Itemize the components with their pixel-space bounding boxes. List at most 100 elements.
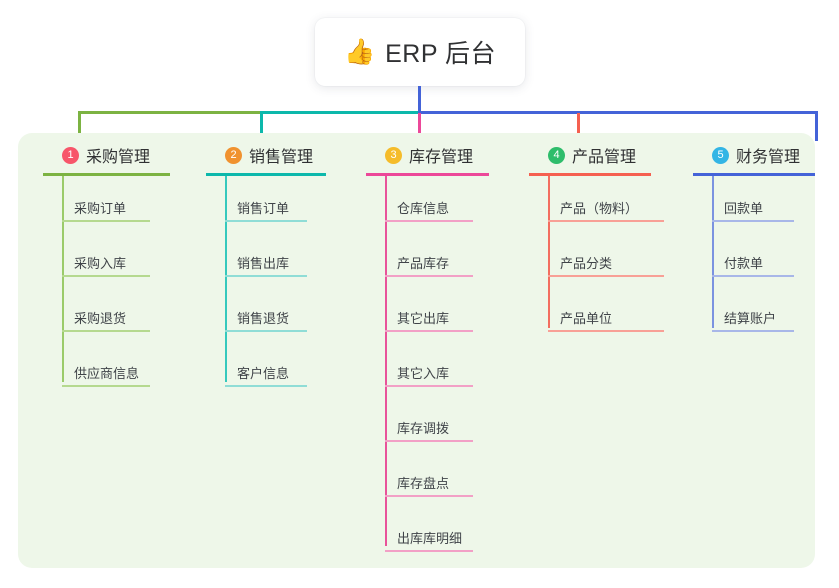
leaf-rule <box>385 550 473 552</box>
connector-bus-blue <box>418 111 818 114</box>
leaf-label: 库存调拨 <box>397 421 450 436</box>
leaf-rule <box>385 275 473 277</box>
leaf-rule <box>225 330 307 332</box>
branch-spine <box>385 176 387 546</box>
branch-leaf-item[interactable]: 采购入库 <box>62 253 150 277</box>
leaf-rule <box>385 220 473 222</box>
branch-header[interactable]: 2 销售管理 <box>203 133 326 177</box>
leaf-rule <box>548 330 664 332</box>
thumbs-up-icon: 👍 <box>343 37 376 66</box>
branch-header-rule <box>693 173 815 176</box>
leaf-label: 产品分类 <box>560 256 613 271</box>
leaf-rule <box>548 275 664 277</box>
branch-leaf-item[interactable]: 销售出库 <box>225 253 307 277</box>
branch-leaf-item[interactable]: 产品（物料） <box>548 198 664 222</box>
branch-column-1: 1 采购管理采购订单采购入库采购退货供应商信息 <box>40 133 170 387</box>
branch-index-badge: 1 <box>62 146 79 164</box>
branch-title: 采购管理 <box>86 149 151 166</box>
leaf-label: 产品库存 <box>397 256 450 271</box>
leaf-label: 仓库信息 <box>397 201 450 216</box>
leaf-rule <box>385 385 473 387</box>
leaf-rule <box>385 330 473 332</box>
branch-title: 财务管理 <box>736 149 801 166</box>
branch-leaf-item[interactable]: 采购订单 <box>62 198 150 222</box>
connector-bus-teal <box>260 111 420 114</box>
leaf-rule <box>712 220 794 222</box>
branch-spine <box>62 176 64 382</box>
leaf-label: 库存盘点 <box>397 476 450 491</box>
connector-drop-2 <box>260 113 263 141</box>
leaf-rule <box>62 220 150 222</box>
branch-leaf-item[interactable]: 销售退货 <box>225 308 307 332</box>
leaf-label: 其它入库 <box>397 366 450 381</box>
branch-index-badge: 3 <box>385 146 402 164</box>
leaf-rule <box>225 385 307 387</box>
leaf-label: 产品单位 <box>560 311 613 326</box>
branch-leaf-item[interactable]: 采购退货 <box>62 308 150 332</box>
leaf-label: 其它出库 <box>397 311 450 326</box>
leaf-label: 采购退货 <box>74 311 127 326</box>
leaf-label: 产品（物料） <box>560 201 639 216</box>
branch-leaf-item[interactable]: 出库库明细 <box>385 528 473 552</box>
leaf-label: 销售订单 <box>237 201 290 216</box>
branch-column-4: 4 产品管理产品（物料） 产品分类产品单位 <box>526 133 664 332</box>
leaf-label: 回款单 <box>724 201 764 216</box>
leaf-label: 付款单 <box>724 256 764 271</box>
leaf-rule <box>548 220 664 222</box>
branch-leaf-item[interactable]: 库存调拨 <box>385 418 473 442</box>
branches-panel: 1 采购管理采购订单采购入库采购退货供应商信息 2 销售管理销售订单销售出库销售退货客… <box>18 133 815 568</box>
leaf-label: 出库库明细 <box>397 531 463 546</box>
branch-leaf-item[interactable]: 供应商信息 <box>62 363 150 387</box>
branch-leaf-item[interactable]: 其它出库 <box>385 308 473 332</box>
branch-header[interactable]: 3 库存管理 <box>363 133 489 177</box>
branch-header-rule <box>206 173 326 176</box>
branch-header-rule <box>529 173 651 176</box>
branch-leaf-item[interactable]: 销售订单 <box>225 198 307 222</box>
branch-index-badge: 4 <box>548 146 565 164</box>
leaf-rule <box>225 275 307 277</box>
branch-header-rule <box>366 173 489 176</box>
branch-leaf-item[interactable]: 回款单 <box>712 198 794 222</box>
leaf-rule <box>712 275 794 277</box>
branch-leaf-item[interactable]: 产品单位 <box>548 308 664 332</box>
branch-spine <box>548 176 550 328</box>
leaf-label: 客户信息 <box>237 366 290 381</box>
connector-drop-5 <box>815 113 818 141</box>
connector-bus-green <box>78 111 262 114</box>
branch-title: 销售管理 <box>249 149 314 166</box>
branch-leaf-item[interactable]: 库存盘点 <box>385 473 473 497</box>
branch-leaf-item[interactable]: 客户信息 <box>225 363 307 387</box>
leaf-label: 采购订单 <box>74 201 127 216</box>
leaf-rule <box>62 385 150 387</box>
branch-leaf-item[interactable]: 付款单 <box>712 253 794 277</box>
connector-drop-4 <box>577 113 580 141</box>
leaf-label: 供应商信息 <box>74 366 140 381</box>
leaf-rule <box>385 495 473 497</box>
branch-title: 库存管理 <box>409 149 474 166</box>
branch-header[interactable]: 1 采购管理 <box>40 133 170 177</box>
leaf-label: 采购入库 <box>74 256 127 271</box>
branch-column-3: 3 库存管理仓库信息产品库存其它出库其它入库库存调拨库存盘点出库库明细 <box>363 133 489 552</box>
leaf-rule <box>385 440 473 442</box>
leaf-label: 销售出库 <box>237 256 290 271</box>
branch-leaf-item[interactable]: 结算账户 <box>712 308 794 332</box>
branch-leaf-item[interactable]: 产品库存 <box>385 253 473 277</box>
leaf-label: 销售退货 <box>237 311 290 326</box>
branch-leaf-item[interactable]: 其它入库 <box>385 363 473 387</box>
leaf-label: 结算账户 <box>724 311 777 326</box>
branch-title: 产品管理 <box>572 149 637 166</box>
branch-leaf-item[interactable]: 仓库信息 <box>385 198 473 222</box>
leaf-rule <box>62 275 150 277</box>
branch-spine <box>225 176 227 382</box>
branch-header-rule <box>43 173 170 176</box>
branch-leaf-item[interactable]: 产品分类 <box>548 253 664 277</box>
connector-root-stem <box>418 86 421 113</box>
leaf-rule <box>62 330 150 332</box>
branch-column-2: 2 销售管理销售订单销售出库销售退货客户信息 <box>203 133 326 387</box>
branch-index-badge: 2 <box>225 146 242 164</box>
branch-header[interactable]: 4 产品管理 <box>526 133 651 177</box>
root-node[interactable]: 👍 ERP 后台 <box>315 18 525 86</box>
